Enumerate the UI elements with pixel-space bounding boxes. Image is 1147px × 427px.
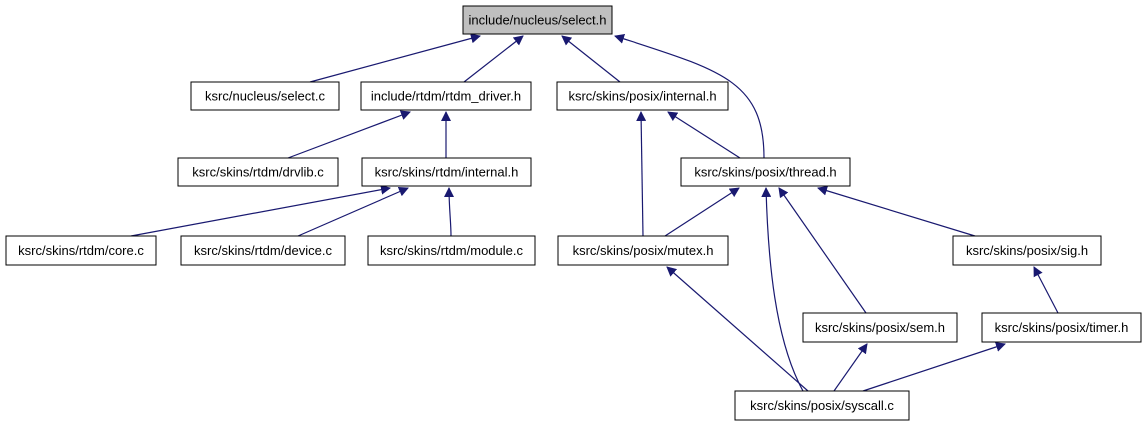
edge-mutex_h-to-thread_h: [664, 187, 740, 237]
edge-drvlib_c-to-rtdm_driver_h: [287, 110, 411, 159]
node-device-c[interactable]: ksrc/skins/rtdm/device.c: [180, 235, 346, 266]
edge-rtdm_driver_h-to-select_h: [463, 35, 524, 83]
node-label: ksrc/skins/rtdm/core.c: [18, 243, 144, 258]
node-label: ksrc/skins/rtdm/device.c: [194, 243, 332, 258]
edge-module_c-to-rtdm_internal_h: [444, 187, 455, 237]
edge-device_c-to-rtdm_internal_h: [297, 187, 409, 237]
edge-syscall_c-to-timer_h: [862, 342, 1006, 392]
edge-mutex_h-to-posix_internal_h: [636, 111, 647, 237]
node-label: ksrc/skins/posix/sig.h: [966, 243, 1088, 258]
node-module-c[interactable]: ksrc/skins/rtdm/module.c: [367, 235, 536, 266]
node-label: ksrc/skins/posix/syscall.c: [750, 398, 894, 413]
node-rtdm-driver-h[interactable]: include/rtdm/rtdm_driver.h: [360, 81, 532, 111]
node-sig-h[interactable]: ksrc/skins/posix/sig.h: [952, 235, 1102, 266]
edge-thread_h-to-select_h: [614, 34, 765, 159]
node-posix-internal-h[interactable]: ksrc/skins/posix/internal.h: [556, 81, 729, 111]
node-label: ksrc/skins/rtdm/drvlib.c: [192, 165, 324, 180]
edge-posix_internal_h-to-select_h: [561, 35, 621, 83]
edge-syscall_c-to-sem_h: [833, 343, 868, 392]
edge-syscall_c-to-thread_h: [761, 187, 804, 392]
edge-timer_h-to-sig_h: [1033, 266, 1059, 314]
node-label: ksrc/skins/rtdm/module.c: [380, 243, 524, 258]
node-label: ksrc/skins/posix/internal.h: [568, 89, 716, 104]
edge-sem_h-to-thread_h: [778, 187, 867, 314]
node-label: ksrc/skins/posix/sem.h: [815, 320, 945, 335]
node-label: ksrc/skins/posix/timer.h: [995, 320, 1129, 335]
node-label: include/nucleus/select.h: [468, 13, 606, 28]
edge-thread_h-to-posix_internal_h: [667, 111, 741, 159]
edge-syscall_c-to-mutex_h: [666, 266, 809, 392]
node-label: ksrc/skins/posix/thread.h: [694, 165, 836, 180]
edge-sig_h-to-thread_h: [817, 185, 976, 237]
node-mutex-h[interactable]: ksrc/skins/posix/mutex.h: [557, 235, 729, 266]
node-syscall-c[interactable]: ksrc/skins/posix/syscall.c: [734, 390, 910, 421]
node-select-h[interactable]: include/nucleus/select.h: [462, 5, 613, 35]
node-select-c[interactable]: ksrc/nucleus/select.c: [190, 81, 340, 111]
edge-select_c-to-select_h: [309, 33, 481, 83]
node-core-c[interactable]: ksrc/skins/rtdm/core.c: [5, 235, 157, 266]
node-drvlib-c[interactable]: ksrc/skins/rtdm/drvlib.c: [177, 157, 339, 187]
edge-core_c-to-rtdm_internal_h: [130, 184, 391, 237]
node-label: include/rtdm/rtdm_driver.h: [371, 89, 521, 104]
node-label: ksrc/skins/rtdm/internal.h: [375, 165, 519, 180]
node-rtdm-internal-h[interactable]: ksrc/skins/rtdm/internal.h: [361, 157, 532, 187]
node-timer-h[interactable]: ksrc/skins/posix/timer.h: [981, 312, 1142, 343]
node-label: ksrc/skins/posix/mutex.h: [573, 243, 714, 258]
node-thread-h[interactable]: ksrc/skins/posix/thread.h: [680, 157, 851, 187]
node-label: ksrc/nucleus/select.c: [205, 89, 325, 104]
nodes: include/nucleus/select.h ksrc/nucleus/se…: [5, 5, 1142, 421]
node-sem-h[interactable]: ksrc/skins/posix/sem.h: [802, 312, 958, 343]
edges: [130, 33, 1059, 392]
